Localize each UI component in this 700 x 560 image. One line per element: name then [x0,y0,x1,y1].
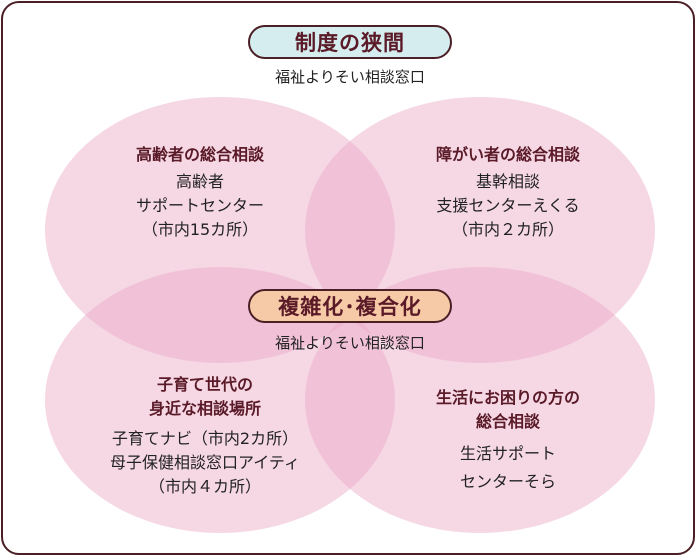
circle-elderly-text: 高齢者の総合相談 高齢者 サポートセンター （市内15カ所） [70,143,330,242]
circle-livelihood-body-2: センターそら [459,472,556,491]
circle-disability-text: 障がい者の総合相談 基幹相談 支援センターえくる （市内２カ所） [378,143,638,242]
gap-label-subtitle: 福祉よりそい相談窓口 [275,68,425,86]
ellipse-childcare [45,267,395,533]
circle-livelihood-text: 生活にお困りの方の 総合相談 生活サポート センターそら [378,386,638,496]
ellipse-livelihood [305,267,655,533]
circle-childcare-title-2: 身近な相談場所 [148,399,261,418]
circle-childcare-title-1: 子育て世代の [156,375,253,394]
circle-livelihood-title-2: 総合相談 [475,412,540,431]
gap-label-title: 制度の狭間 [295,31,405,55]
circle-elderly-title: 高齢者の総合相談 [135,145,264,164]
circle-disability-body-2: 支援センターえくる [436,196,580,215]
circle-disability-body-3: （市内２カ所） [451,220,564,239]
gap-label-pill: 制度の狭間 [248,25,452,59]
circle-childcare-body-1: 子育てナビ（市内2カ所） [111,429,299,448]
circle-childcare-body-2: 母子保健相談窓口アイティ [110,453,300,472]
circle-livelihood-body-1: 生活サポート [459,444,556,463]
circle-childcare-body-3: （市内４カ所） [148,477,261,496]
circle-livelihood-title-1: 生活にお困りの方の [435,388,580,407]
complex-label-pill: 複雑化･複合化 [248,289,452,323]
circle-elderly-body-2: サポートセンター [135,196,264,215]
complex-label-subtitle: 福祉よりそい相談窓口 [275,334,425,352]
circle-elderly-body-3: （市内15カ所） [141,220,259,239]
circle-childcare-text: 子育て世代の 身近な相談場所 子育てナビ（市内2カ所） 母子保健相談窓口アイティ… [75,373,335,499]
circle-elderly-body-1: 高齢者 [175,172,224,191]
complex-label-title: 複雑化･複合化 [278,295,422,319]
circle-disability-title: 障がい者の総合相談 [435,145,580,164]
circle-disability-body-1: 基幹相談 [475,172,540,191]
